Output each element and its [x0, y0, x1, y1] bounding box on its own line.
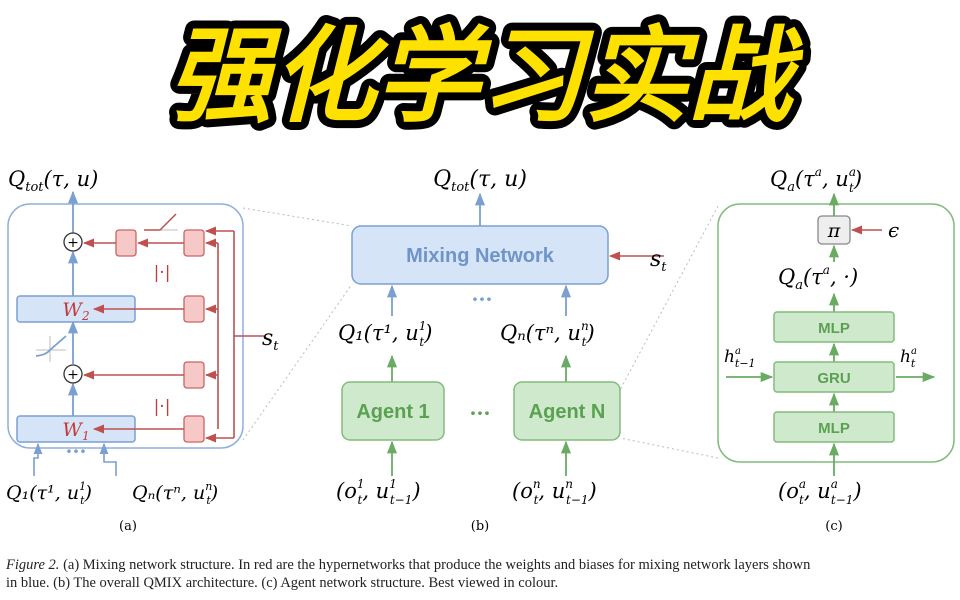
panel-b: Qtot(τ, u) Mixing Network st ··· Q₁(τ¹, … — [336, 167, 667, 534]
caption-line-1: (a) Mixing network structure. In red are… — [59, 557, 811, 573]
agent-1-label: Agent 1 — [356, 401, 429, 423]
input-arrow-n — [99, 442, 117, 476]
sum-node-bottom — [63, 364, 83, 384]
panel-a-frame — [7, 203, 244, 449]
banner-title-shadow: 强化学习实战 — [168, 14, 804, 137]
activation-icon — [35, 335, 67, 362]
banner: 强化学习实战 强化学习实战 — [0, 0, 960, 140]
connector-line — [242, 207, 353, 227]
panel-c-mid-label: Qa(τa, ·) — [778, 263, 858, 293]
w1-label: W1 — [62, 419, 89, 443]
panel-a-output-label: Qtot(τ, u) — [8, 167, 98, 195]
mlp-top-box — [773, 311, 895, 343]
gru-box — [773, 361, 895, 393]
policy-box — [817, 215, 851, 245]
hyper-bias-top-box-2 — [183, 229, 205, 257]
agent-1-box — [341, 381, 445, 441]
panel-a: Qtot(τ, u) + + W2 W1 — [6, 167, 279, 534]
agent-n-label: Agent N — [529, 401, 606, 423]
relu-icon — [144, 213, 178, 231]
panel-a-label: (a) — [119, 519, 137, 534]
sum-node-top — [63, 232, 83, 252]
panel-b-dots-top: ··· — [472, 287, 493, 311]
mixing-network-label: Mixing Network — [406, 245, 555, 267]
abs-label-top: |·| — [154, 263, 171, 283]
hyper-w1-box — [183, 415, 205, 443]
agent-n-box — [513, 381, 621, 441]
policy-label: π — [827, 220, 841, 242]
mlp-top-label: MLP — [818, 320, 850, 337]
mlp-bottom-box — [773, 411, 895, 443]
connector-line — [619, 205, 719, 391]
panel-b-output-label: Qtot(τ, u) — [433, 167, 527, 195]
panel-c-label: (c) — [825, 519, 842, 534]
hyper-w2-box — [183, 295, 205, 323]
connector-line — [242, 283, 353, 441]
sum-node-top-label: + — [67, 235, 79, 251]
banner-title: 强化学习实战 — [168, 14, 804, 137]
caption-line-2: in blue. (b) The overall QMIX architectu… — [6, 575, 559, 591]
panel-a-dots: ··· — [66, 439, 87, 463]
panel-a-state-label: st — [262, 326, 279, 354]
gru-label: GRU — [817, 370, 850, 387]
hyper-bias-top-box-1 — [115, 229, 137, 257]
panel-b-label: (b) — [471, 519, 489, 534]
input-arrow-1 — [33, 442, 43, 476]
sum-node-bottom-label: + — [67, 367, 79, 383]
figure-caption: Figure 2. (a) Mixing network structure. … — [6, 556, 956, 592]
mlp-bottom-label: MLP — [818, 420, 850, 437]
connector-line — [619, 437, 719, 459]
mixing-network-box — [351, 225, 609, 285]
panel-b-state-label: st — [650, 247, 667, 275]
abs-label-bottom: |·| — [154, 397, 171, 417]
w2-label: W2 — [62, 299, 89, 323]
hyper-bias-bottom-box — [183, 361, 205, 389]
caption-lead: Figure 2. — [6, 557, 60, 573]
epsilon-label: ϵ — [888, 218, 899, 242]
banner-svg: 强化学习实战 强化学习实战 — [160, 6, 812, 140]
panel-b-dots-mid: ··· — [470, 401, 491, 425]
